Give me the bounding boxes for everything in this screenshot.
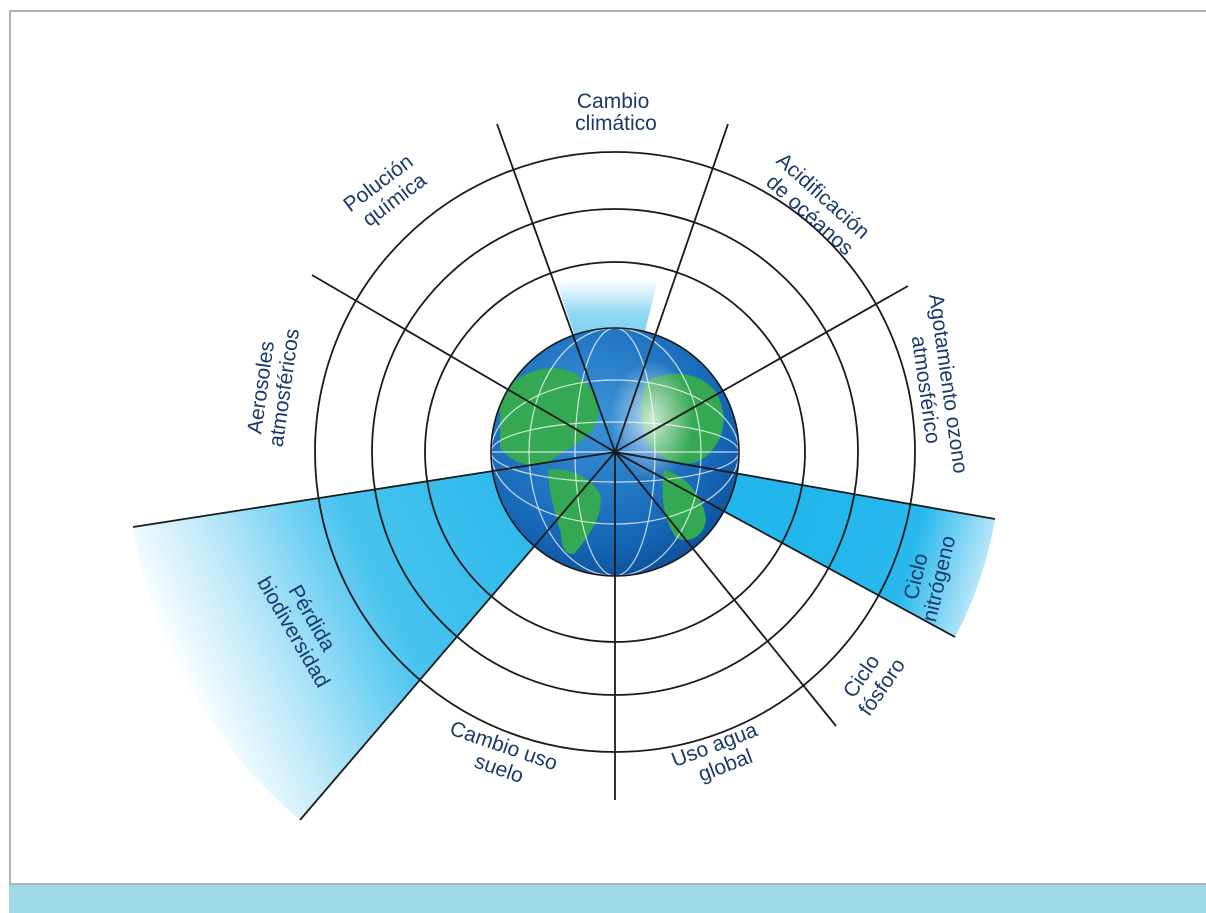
spoke-3 <box>614 285 909 453</box>
spoke-4 <box>614 451 996 520</box>
bottom-band <box>9 883 1206 913</box>
label-water-use: Uso agua global <box>668 716 774 793</box>
spoke-10 <box>311 274 616 453</box>
wedge-biodiversity <box>133 452 615 820</box>
radial-spokes <box>132 123 996 821</box>
globe-icon <box>491 328 739 576</box>
frame-border <box>9 10 1206 883</box>
spoke-2 <box>614 123 729 453</box>
spoke-9 <box>132 451 616 528</box>
spoke-8 <box>299 451 616 821</box>
label-phosphorus-cycle: Ciclo fósforo <box>836 641 911 720</box>
spoke-1 <box>496 123 616 453</box>
label-ocean-acidification: Acidificación de océanos <box>756 149 878 265</box>
label-climate-change: Cambio climático <box>575 90 657 135</box>
label-atmospheric-aerosols: Aerosoles atmosféricos <box>242 324 304 448</box>
spoke-5 <box>614 451 956 638</box>
spoke-6 <box>614 451 837 727</box>
label-ozone-depletion: Agotamiento ozono atmosférico <box>901 292 973 483</box>
